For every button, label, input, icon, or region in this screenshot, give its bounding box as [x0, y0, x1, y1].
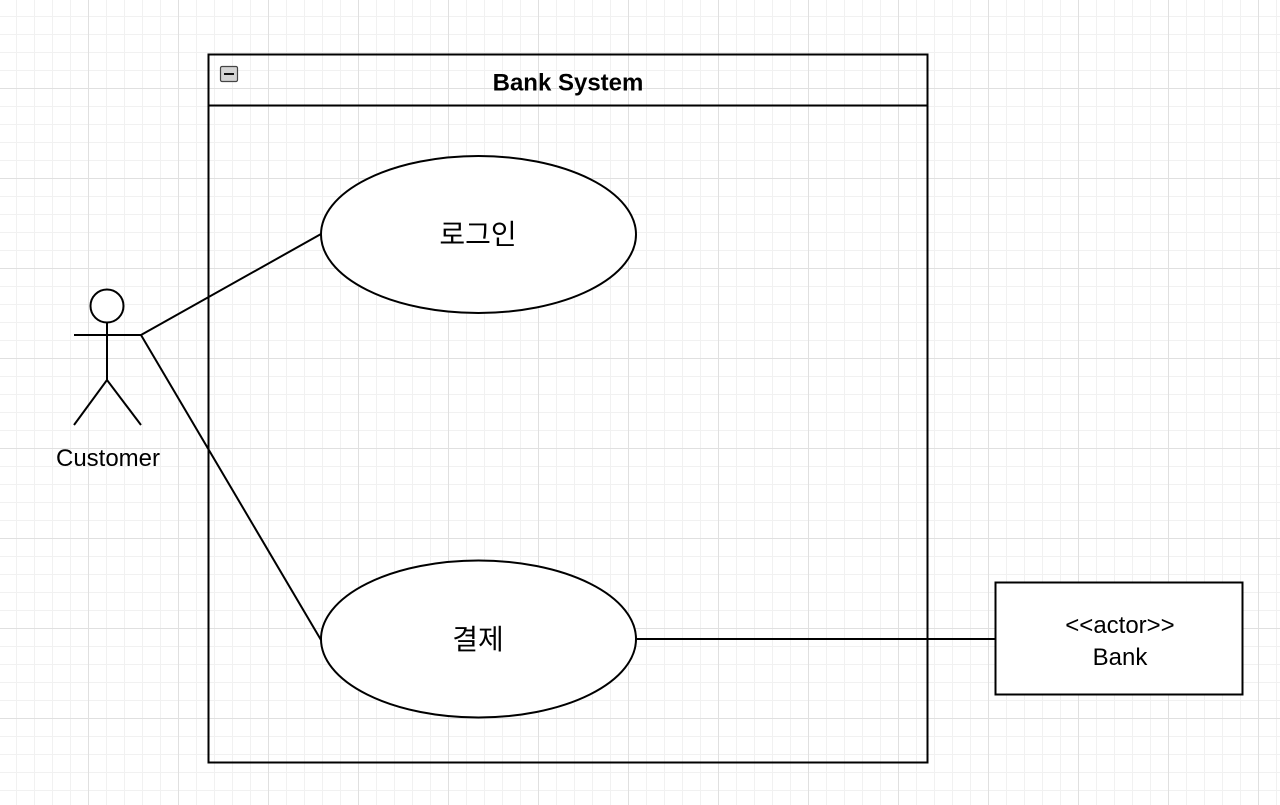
stick-figure-icon — [73, 288, 142, 426]
use-case-login-ellipse — [320, 155, 637, 314]
actor-customer-name: Customer — [56, 445, 160, 472]
system-boundary-frame — [207, 53, 929, 764]
association-customer-payment[interactable] — [140, 334, 322, 641]
use-case-payment[interactable]: 결제 — [320, 559, 637, 719]
minus-square-icon[interactable] — [219, 65, 239, 83]
use-case-login[interactable]: 로그인 — [320, 155, 637, 314]
actor-bank[interactable]: <<actor>> Bank — [994, 581, 1244, 696]
actor-customer[interactable]: Customer — [56, 288, 160, 473]
use-case-login-label: 로그인 — [439, 219, 516, 250]
actor-bank-stereotype: <<actor>> — [1065, 612, 1174, 639]
actor-bank-name: Bank — [1093, 644, 1149, 671]
system-boundary[interactable]: Bank System — [207, 53, 929, 764]
system-boundary-title: Bank System — [493, 70, 644, 97]
use-case-payment-ellipse — [320, 559, 637, 719]
association-customer-login[interactable] — [140, 233, 322, 336]
use-case-payment-label: 결제 — [452, 624, 504, 655]
actor-bank-box — [994, 581, 1244, 696]
